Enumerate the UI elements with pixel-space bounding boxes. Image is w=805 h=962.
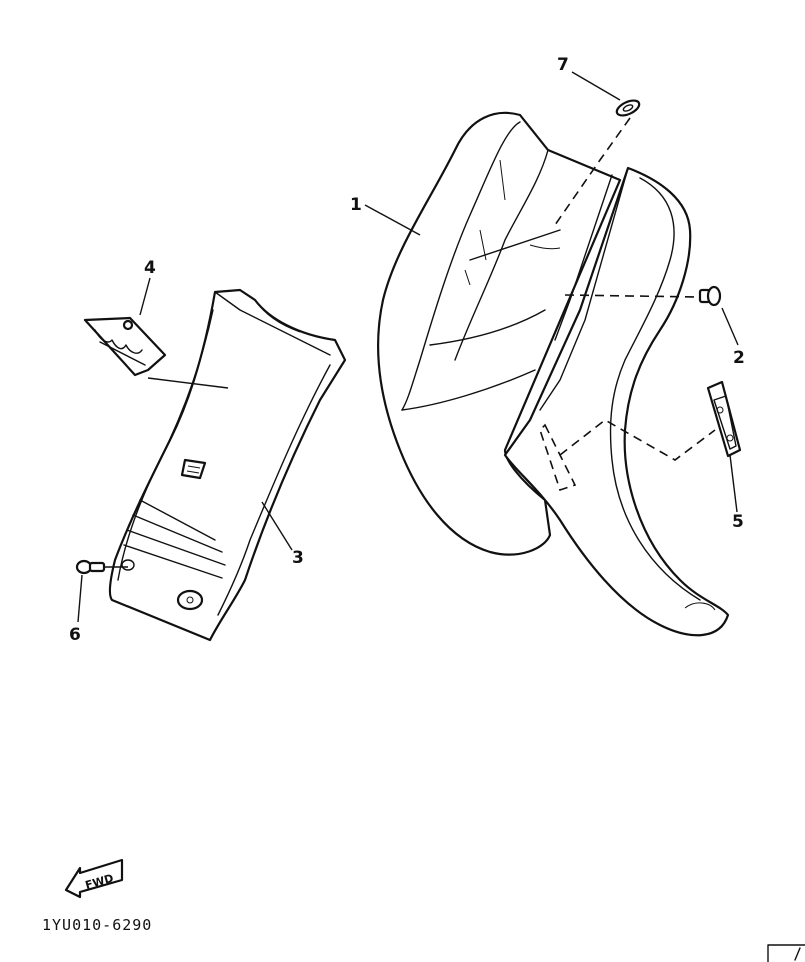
- part-4-grille[interactable]: [83, 316, 167, 377]
- leader-lines: [77, 71, 739, 623]
- part-7-grommet[interactable]: [615, 97, 642, 118]
- callout-part-7: 7: [557, 55, 569, 75]
- part-2-bolt[interactable]: [698, 285, 722, 307]
- callout-part-3: 3: [292, 548, 304, 568]
- part-3-front-cover[interactable]: [108, 288, 347, 642]
- callout-part-1: 1: [350, 195, 362, 215]
- callout-part-6: 6: [69, 625, 81, 645]
- drawing-code: 1YU010-6290: [42, 916, 152, 934]
- part-1-leg-shield[interactable]: [376, 111, 730, 637]
- fwd-arrow-icon: FWD: [64, 858, 124, 899]
- page-corner-marker: [767, 944, 805, 962]
- part-5-bracket[interactable]: [706, 380, 742, 458]
- callout-part-2: 2: [733, 348, 745, 368]
- page-corner-glyph: [794, 947, 801, 961]
- callout-part-4: 4: [144, 258, 156, 278]
- part-6-screw[interactable]: [75, 559, 106, 575]
- callout-part-5: 5: [732, 512, 744, 532]
